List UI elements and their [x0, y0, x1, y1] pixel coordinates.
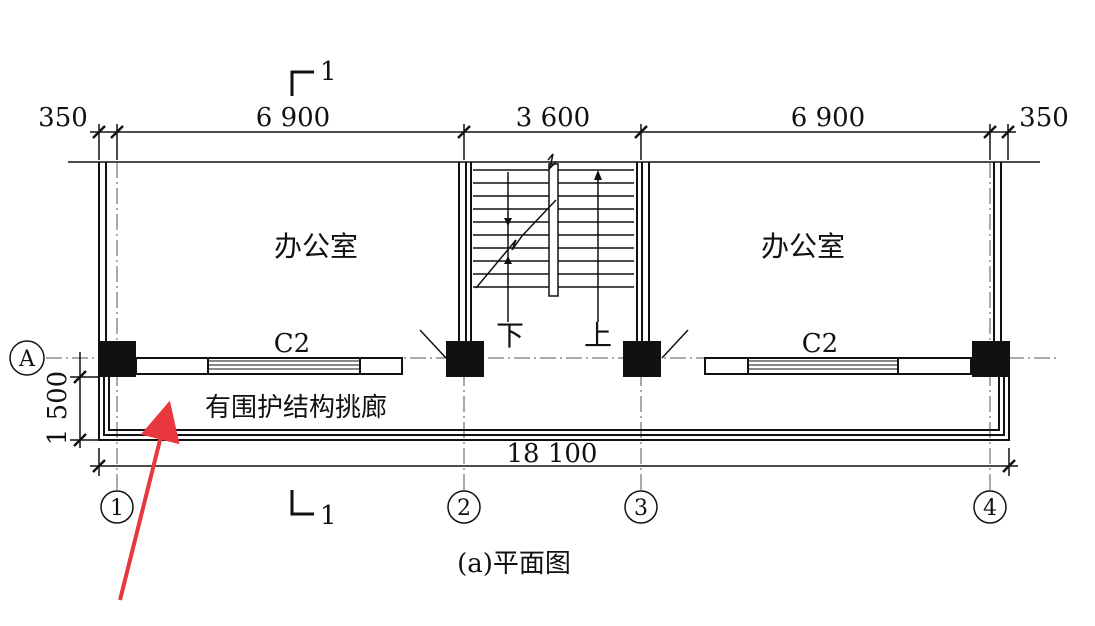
axis-bubble-4: 4: [973, 490, 1007, 524]
section-mark-bottom: 1: [290, 490, 337, 531]
stair-cut-line: [475, 199, 557, 289]
stair-break-mark: [547, 153, 557, 171]
walls: [98, 162, 1002, 358]
columns: [98, 341, 1010, 377]
stair-down-label: 下: [496, 319, 524, 352]
stair-handrail: [548, 163, 559, 297]
figure-caption: (a)平面图: [457, 549, 571, 579]
dim-top-5: 350: [1019, 103, 1069, 133]
dim-top-2: 6 900: [256, 103, 330, 133]
door-swing-left: [419, 329, 447, 359]
dim-top-4: 6 900: [791, 103, 865, 133]
window-label-left: C2: [274, 329, 310, 359]
section-label-top: 1: [320, 57, 337, 87]
section-mark-top: 1: [290, 57, 337, 96]
axis-bubble-2: 2: [447, 490, 481, 524]
room-label-left: 办公室: [274, 230, 358, 263]
stair-up-arrow: [594, 170, 602, 180]
window-label-right: C2: [802, 329, 838, 359]
stair-up-label: 上: [584, 319, 612, 352]
section-label-bottom: 1: [320, 501, 337, 531]
dim-top-1: 350: [38, 103, 88, 133]
axis-label-1: 1: [110, 496, 124, 521]
door-swing-right: [661, 329, 689, 359]
dimension-line-bottom: [90, 448, 1018, 476]
front-wall-right: [704, 357, 972, 375]
dimension-line-left: [70, 352, 100, 448]
corridor-label: 有围护结构挑廊: [205, 393, 387, 423]
dim-top-3: 3 600: [516, 103, 590, 133]
axis-label-3: 3: [634, 496, 648, 521]
axis-label-2: 2: [457, 496, 471, 521]
axis-bubble-1: 1: [100, 490, 134, 524]
axis-label-a: A: [18, 347, 36, 372]
axis-bubble-3: 3: [624, 490, 658, 524]
stair-treads: [473, 169, 634, 288]
dim-corridor: 1 500: [43, 371, 73, 445]
room-label-right: 办公室: [761, 230, 845, 263]
axis-label-4: 4: [983, 496, 997, 521]
front-wall-left: [135, 357, 403, 375]
red-annotation-arrow: [118, 400, 180, 601]
corridor-outline: [98, 377, 1010, 441]
axis-bubble-a: A: [9, 340, 45, 376]
dim-total: 18 100: [507, 439, 598, 469]
dimension-line-top: [90, 124, 1016, 160]
